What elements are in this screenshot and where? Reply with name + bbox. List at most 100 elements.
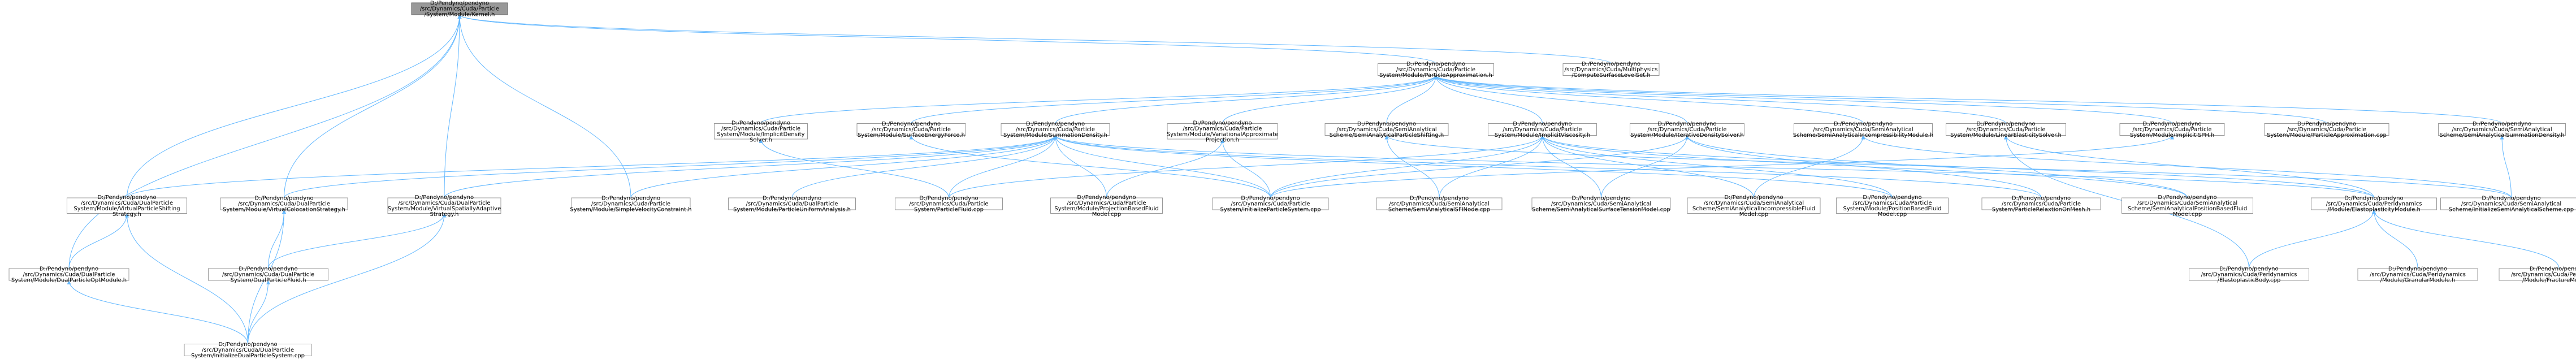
file-node-ids2[interactable]: D:/Pendyno/pendyno/src/Dynamics/Cuda/Par… <box>1630 121 1744 139</box>
file-node-idps[interactable]: D:/Pendyno/pendyno/src/Dynamics/Cuda/Dua… <box>184 341 312 359</box>
file-node-label-line: /src/Dynamics/Cuda/Particle <box>721 126 800 132</box>
file-node-pem[interactable]: D:/Pendyno/pendyno/src/Dynamics/Cuda/Per… <box>2311 196 2437 213</box>
file-node-vsd[interactable]: D:/Pendyno/pendyno/src/Dynamics/Cuda/Dua… <box>67 194 187 218</box>
edge-sapsh-isas <box>1384 135 2512 198</box>
edge-pa-sainc <box>1434 75 1864 124</box>
file-node-peb[interactable]: D:/Pendyno/pendyno/src/Dynamics/Cuda/Per… <box>2189 266 2309 284</box>
edge-root-vsas <box>444 14 462 198</box>
file-node-sasfi[interactable]: D:/Pendyno/pendyno/src/Dynamics/Cuda/Sem… <box>1376 196 1503 213</box>
file-node-label-line: D:/Pendyno/pendyno <box>731 120 790 126</box>
file-node-vsas[interactable]: D:/Pendyno/pendyno/src/Dynamics/Cuda/Dua… <box>387 194 501 218</box>
file-node-pfh[interactable]: D:/Pendyno/pendyno/src/Dynamics/Cuda/Par… <box>895 196 1003 213</box>
file-node-label-line: D:/Pendyno/pendyno <box>2530 266 2576 273</box>
edge-pa-vap <box>1222 75 1438 124</box>
file-node-csls[interactable]: D:/Pendyno/pendyno/src/Dynamics/Cuda/Mul… <box>1562 61 1660 79</box>
file-node-vap[interactable]: D:/Pendyno/pendyno/src/Dynamics/Cuda/Par… <box>1167 120 1279 143</box>
file-node-pa[interactable]: D:/Pendyno/pendyno/src/Dynamics/Cuda/Par… <box>1378 61 1494 79</box>
file-node-pbfm[interactable]: D:/Pendyno/pendyno/src/Dynamics/Cuda/Par… <box>1836 194 1949 218</box>
edge-sef-ips <box>909 135 1271 198</box>
file-node-label-line: D:/Pendyno/pendyno <box>1077 194 1136 201</box>
file-node-box <box>2122 197 2253 214</box>
file-node-dpo[interactable]: D:/Pendyno/pendyno/src/Dynamics/Cuda/Dua… <box>8 266 129 284</box>
file-node-saipf[interactable]: D:/Pendyno/pendyno/src/Dynamics/Cuda/Sem… <box>1687 194 1821 218</box>
file-node-label-line: /src/Dynamics/Cuda/Particle <box>1852 200 1932 206</box>
file-node-box <box>208 268 328 281</box>
edge-dpf-idps <box>248 280 270 344</box>
file-node-label-line: /src/Dynamics/Cuda/Particle <box>2132 127 2211 133</box>
file-node-sd[interactable]: D:/Pendyno/pendyno/src/Dynamics/Cuda/Par… <box>1001 121 1110 139</box>
file-node-sapbf[interactable]: D:/Pendyno/pendyno/src/Dynamics/Cuda/Sem… <box>2122 194 2253 218</box>
file-node-label-line: Scheme/SemiAnalyticalSummationDensity.h <box>2439 132 2564 139</box>
file-node-label-line: /src/Dynamics/Cuda/Peridynamics <box>2511 272 2576 278</box>
file-node-box <box>2311 197 2437 210</box>
file-node-ids[interactable]: D:/Pendyno/pendyno/src/Dynamics/Cuda/Par… <box>714 120 808 143</box>
file-node-iv[interactable]: D:/Pendyno/pendyno/src/Dynamics/Cuda/Par… <box>1488 121 1597 139</box>
file-node-label-line: /src/Dynamics/Cuda/Particle <box>420 6 499 12</box>
file-node-vcs[interactable]: D:/Pendyno/pendyno/src/Dynamics/Cuda/Dua… <box>220 196 348 213</box>
file-node-box <box>2357 268 2478 281</box>
file-node-label-line: System/Module/ParticleUniformAnalysis.h <box>733 207 851 213</box>
file-node-box <box>1531 197 1671 210</box>
file-node-lin[interactable]: D:/Pendyno/pendyno/src/Dynamics/Cuda/Par… <box>1946 121 2066 139</box>
file-node-label-line: D:/Pendyno/pendyno <box>1571 196 1630 202</box>
file-node-pacpp[interactable]: D:/Pendyno/pendyno/src/Dynamics/Cuda/Par… <box>2264 121 2389 139</box>
file-node-pgm[interactable]: D:/Pendyno/pendyno/src/Dynamics/Cuda/Per… <box>2357 266 2478 284</box>
file-node-box <box>571 197 691 210</box>
edge-sd-prom <box>1053 135 2042 198</box>
file-node-dpf[interactable]: D:/Pendyno/pendyno/src/Dynamics/Cuda/Dua… <box>208 266 328 284</box>
file-node-label-line: System/Module/SurfaceEnergyForce.h <box>858 132 965 139</box>
file-node-label-line: /src/Dynamics/Cuda/SemiAnalytical <box>2137 200 2237 206</box>
file-node-pbf[interactable]: D:/Pendyno/pendyno/src/Dynamics/Cuda/Par… <box>1050 194 1163 218</box>
file-nodes: D:/Pendyno/pendyno/src/Dynamics/Cuda/Par… <box>8 1 2576 359</box>
file-node-label-line: Strategy.h <box>430 211 459 218</box>
file-node-label-line: /ElastoplasticBody.cpp <box>2218 278 2281 284</box>
file-node-box <box>1167 123 1278 140</box>
file-node-label-line: D:/Pendyno/pendyno <box>2219 266 2278 273</box>
file-node-label-line: /src/Dynamics/Cuda/SemiAnalytical <box>2452 127 2552 133</box>
file-node-label-line: /Module/ElastoplasticityModule.h <box>2327 207 2421 213</box>
file-node-isas[interactable]: D:/Pendyno/pendyno/src/Dynamics/Cuda/Sem… <box>2440 196 2576 213</box>
file-node-isph[interactable]: D:/Pendyno/pendyno/src/Dynamics/Cuda/Par… <box>2119 121 2225 139</box>
file-node-sapsh[interactable]: D:/Pendyno/pendyno/src/Dynamics/Cuda/Sem… <box>1324 121 1449 139</box>
file-node-box <box>728 197 856 210</box>
file-node-svc[interactable]: D:/Pendyno/pendyno/src/Dynamics/Cuda/Par… <box>570 196 691 213</box>
file-node-label-line: D:/Pendyno/pendyno <box>919 196 978 202</box>
file-node-label-line: System/Module/VariationalApproximate <box>1167 131 1279 137</box>
file-node-box <box>1794 123 1933 136</box>
file-node-ips[interactable]: D:/Pendyno/pendyno/src/Dynamics/Cuda/Par… <box>1212 196 1329 213</box>
file-node-label-line: Solver.h <box>750 137 772 143</box>
file-node-prom[interactable]: D:/Pendyno/pendyno/src/Dynamics/Cuda/Par… <box>1981 196 2101 213</box>
file-node-label-line: D:/Pendyno/pendyno <box>1863 194 1921 201</box>
file-node-label-line: /src/Dynamics/Cuda/DualParticle <box>202 347 294 353</box>
file-node-label-line: D:/Pendyno/pendyno <box>254 196 313 202</box>
file-node-label-line: Model.cpp <box>1739 211 1768 218</box>
file-node-label-line: Scheme/SemiAnalyticalSFINode.cpp <box>1388 207 1490 213</box>
file-node-label-line: System/DualParticleFluid.h <box>230 278 306 284</box>
edge-root-pa <box>457 14 1436 64</box>
file-node-label-line: D:/Pendyno/pendyno <box>882 121 941 127</box>
file-node-label-line: /src/Dynamics/Cuda/DualParticle <box>746 201 838 207</box>
file-node-label-line: /src/Dynamics/Cuda/Peridynamics <box>2370 272 2466 278</box>
file-node-sastm[interactable]: D:/Pendyno/pendyno/src/Dynamics/Cuda/Sem… <box>1531 196 1671 213</box>
file-node-label-line: D:/Pendyno/pendyno <box>1834 121 1893 127</box>
file-node-pfm[interactable]: D:/Pendyno/pendyno/src/Dynamics/Cuda/Per… <box>2499 266 2576 284</box>
file-node-label-line: D:/Pendyno/pendyno <box>2473 121 2531 127</box>
file-node-root[interactable]: D:/Pendyno/pendyno/src/Dynamics/Cuda/Par… <box>411 1 508 18</box>
file-node-label-line: System/Module/ImplicitISPH.h <box>2130 132 2214 139</box>
file-node-label-line: D:/Pendyno/pendyno <box>1241 196 1300 202</box>
edge-sd-vsd <box>127 135 1058 198</box>
file-node-sainc[interactable]: D:/Pendyno/pendyno/src/Dynamics/Cuda/Sem… <box>1793 121 1933 139</box>
file-node-label-line: D:/Pendyno/pendyno <box>97 194 156 201</box>
file-node-box <box>184 344 312 356</box>
file-node-label-line: Model.cpp <box>1878 211 1907 218</box>
file-node-label-line: System/InitializeDualParticleSystem.cpp <box>191 353 305 359</box>
file-node-pua[interactable]: D:/Pendyno/pendyno/src/Dynamics/Cuda/Dua… <box>728 196 856 213</box>
edge-vsas-dpf <box>268 213 447 269</box>
file-node-label-line: /src/Dynamics/Cuda/DualParticle <box>23 272 115 278</box>
file-node-label-line: Scheme/SemiAnalyticalParticleShifting.h <box>1330 132 1444 139</box>
edge-sd-svc <box>630 135 1058 198</box>
file-node-label-line: D:/Pendyno/pendyno <box>2482 196 2540 202</box>
file-node-sef[interactable]: D:/Pendyno/pendyno/src/Dynamics/Cuda/Par… <box>856 121 966 139</box>
file-node-sasd[interactable]: D:/Pendyno/pendyno/src/Dynamics/Cuda/Sem… <box>2438 121 2566 139</box>
file-node-label-line: /src/Dynamics/Cuda/Particle <box>909 201 988 207</box>
